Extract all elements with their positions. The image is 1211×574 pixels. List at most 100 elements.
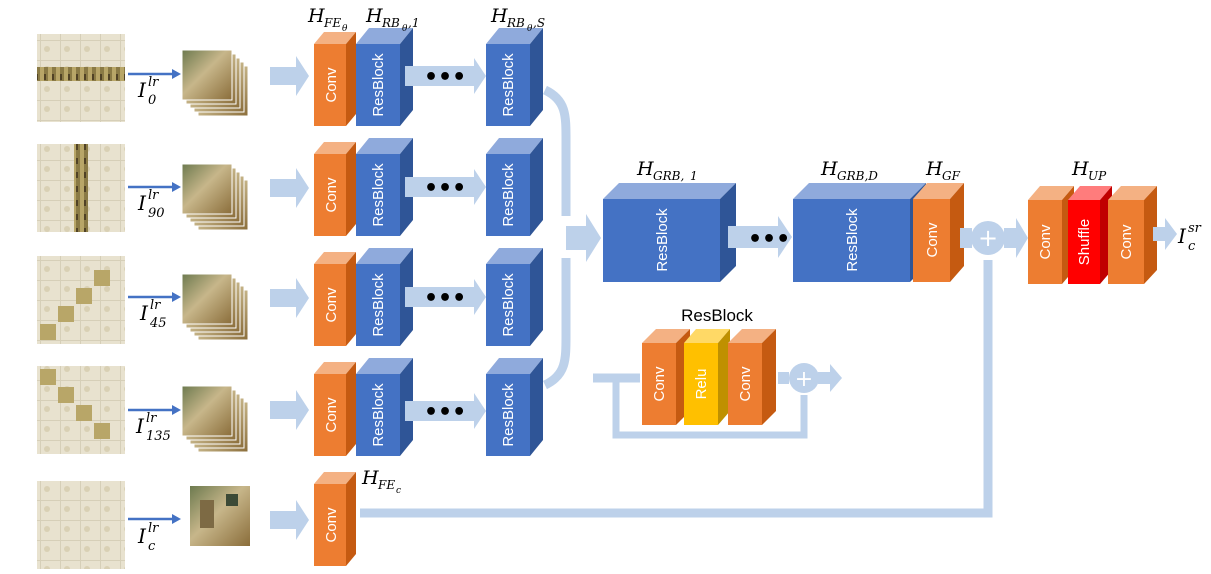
- svg-text:lr: lr: [146, 411, 157, 426]
- legend-relu: Relu: [684, 329, 730, 425]
- ellipsis: •••: [748, 227, 790, 252]
- svg-text:I: I: [137, 524, 147, 548]
- svg-text:Conv: Conv: [924, 222, 941, 258]
- svg-text:Conv: Conv: [651, 366, 668, 402]
- conv-block: Conv: [314, 142, 356, 236]
- svg-text:lr: lr: [150, 298, 161, 313]
- grb-ellipsis-arrow: [728, 216, 792, 258]
- math-label-i-sr-c: I sr c: [1177, 221, 1202, 254]
- input-mosaic-90: [37, 144, 125, 232]
- branch-135: Conv ResBlock ••• ResBlock: [314, 358, 543, 456]
- svg-text:H: H: [1071, 158, 1089, 180]
- resblock-block: ResBlock: [356, 248, 413, 346]
- svg-text:c: c: [1188, 239, 1196, 254]
- svg-text:0: 0: [148, 93, 156, 108]
- svg-text:ResBlock: ResBlock: [500, 53, 517, 117]
- feature-input-arrows: [270, 56, 309, 540]
- svg-text:Conv: Conv: [1118, 224, 1135, 260]
- math-label-h-up: H UP: [1071, 158, 1107, 183]
- adder-output-arrow: [1004, 218, 1028, 258]
- center-view-image: [190, 486, 250, 546]
- legend-conv-2: Conv: [728, 329, 776, 425]
- svg-text:1: 1: [690, 169, 698, 183]
- center-conv-block: Conv: [314, 472, 356, 566]
- svg-text:UP: UP: [1088, 169, 1107, 183]
- ellipsis-arrow: [405, 169, 486, 205]
- center-skip-connection: [360, 260, 993, 518]
- ellipsis: •••: [424, 286, 466, 311]
- merge-arrow: [566, 214, 601, 262]
- math-label-h-grb-1: H GRB, 1: [636, 158, 698, 183]
- svg-text:ResBlock: ResBlock: [370, 53, 387, 117]
- svg-text:Conv: Conv: [323, 67, 340, 103]
- svg-text:,1: ,1: [408, 16, 419, 30]
- view-stack-45: [181, 273, 249, 341]
- output-arrow: [1153, 218, 1177, 250]
- resblock-block: ResBlock: [486, 28, 543, 126]
- svg-text:sr: sr: [1188, 221, 1202, 236]
- svg-text:GRB,: GRB,: [653, 169, 684, 183]
- svg-text:Shuffle: Shuffle: [1076, 219, 1093, 265]
- input-label-center: I lr c: [137, 521, 159, 554]
- legend-conv-1: Conv: [642, 329, 690, 425]
- svg-text:ResBlock: ResBlock: [370, 383, 387, 447]
- view-stack-90: [181, 163, 249, 231]
- pixel-shuffle-block: Shuffle: [1068, 186, 1112, 284]
- svg-text:I: I: [135, 414, 145, 438]
- svg-text:c: c: [148, 539, 156, 554]
- svg-text:c: c: [396, 486, 401, 496]
- svg-text:lr: lr: [148, 188, 159, 203]
- svg-text:Relu: Relu: [693, 369, 710, 400]
- up-conv-1: Conv: [1028, 186, 1074, 284]
- svg-text:FE: FE: [323, 16, 341, 30]
- svg-text:ResBlock: ResBlock: [844, 208, 861, 272]
- global-resblock-1: ResBlock: [603, 183, 736, 282]
- svg-text:Conv: Conv: [737, 366, 754, 402]
- resblock-block: ResBlock: [356, 28, 413, 126]
- resblock-block: ResBlock: [356, 358, 413, 456]
- svg-text:H: H: [820, 158, 838, 180]
- svg-text:H: H: [307, 5, 325, 27]
- svg-text:RB: RB: [381, 16, 400, 30]
- conv-block: Conv: [314, 362, 356, 456]
- input-label-0: I lr 0: [137, 75, 159, 108]
- input-label-45: I lr 45: [139, 298, 167, 331]
- svg-text:135: 135: [146, 429, 171, 444]
- resblock-block: ResBlock: [356, 138, 413, 236]
- branch-0: Conv ResBlock ••• ResBlock: [314, 28, 543, 126]
- ellipsis-arrow: [405, 279, 486, 315]
- svg-text:ResBlock: ResBlock: [500, 383, 517, 447]
- math-label-h-fe-c: H FE c: [361, 467, 401, 496]
- legend-adder-plus-icon: +: [789, 363, 819, 393]
- svg-text:Conv: Conv: [1037, 224, 1054, 260]
- svg-text:Conv: Conv: [323, 507, 340, 543]
- svg-text:θ: θ: [342, 24, 348, 34]
- resblock-legend: Conv Relu Conv +: [593, 329, 842, 439]
- svg-text:H: H: [925, 158, 943, 180]
- input-arrows: [128, 69, 181, 524]
- math-label-h-grb-d: H GRB,D: [820, 158, 878, 183]
- svg-text:H: H: [361, 467, 379, 489]
- up-conv-2: Conv: [1108, 186, 1157, 284]
- svg-text:I: I: [1177, 224, 1187, 248]
- svg-text:ResBlock: ResBlock: [370, 163, 387, 227]
- global-resblock-d: ResBlock: [793, 183, 926, 282]
- svg-text:ResBlock: ResBlock: [654, 208, 671, 272]
- svg-text:H: H: [490, 5, 508, 27]
- ellipsis-arrow: [405, 58, 486, 94]
- svg-text:GF: GF: [942, 169, 961, 183]
- input-mosaic-45: [37, 256, 125, 344]
- svg-text:θ: θ: [527, 24, 533, 34]
- ellipsis-arrow: [405, 393, 486, 429]
- svg-text:I: I: [137, 191, 147, 215]
- svg-text:RB: RB: [506, 16, 525, 30]
- svg-text:I: I: [139, 301, 149, 325]
- input-label-90: I lr 90: [137, 188, 165, 221]
- svg-text:45: 45: [149, 316, 167, 331]
- ellipsis: •••: [424, 400, 466, 425]
- resblock-block: ResBlock: [486, 358, 543, 456]
- svg-text:ResBlock: ResBlock: [370, 273, 387, 337]
- svg-text:90: 90: [148, 206, 165, 221]
- branch-90: Conv ResBlock ••• ResBlock: [314, 138, 543, 236]
- svg-text:FE: FE: [377, 478, 395, 492]
